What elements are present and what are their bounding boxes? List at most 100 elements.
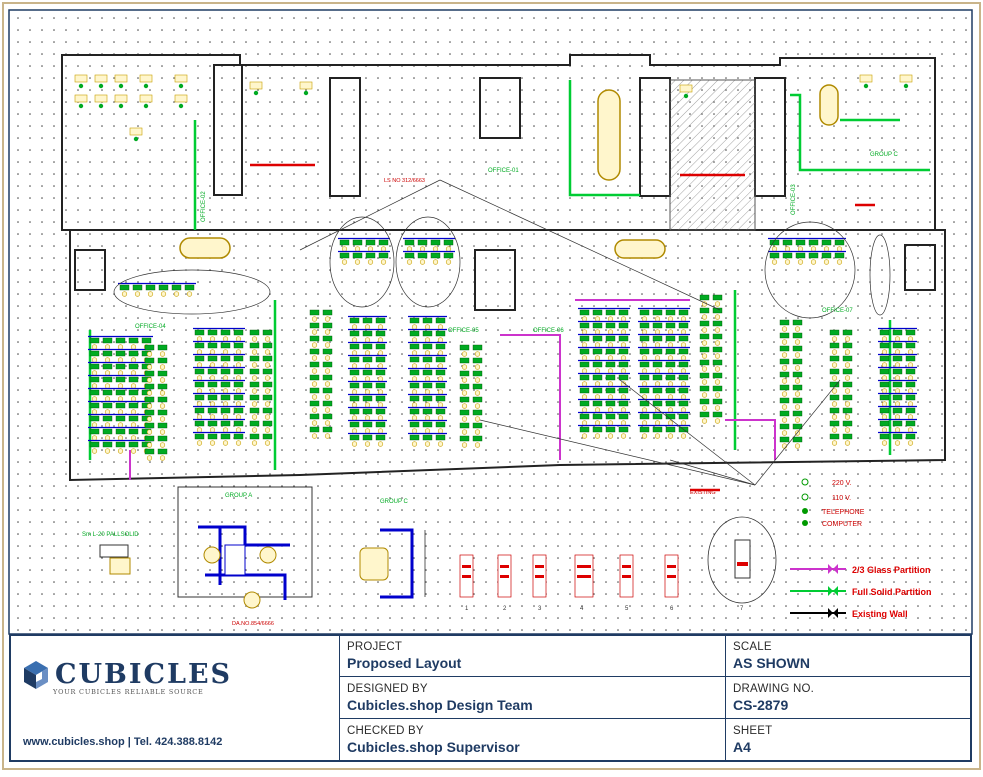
desk: [834, 239, 845, 246]
desk: [362, 408, 373, 415]
desk: [579, 374, 590, 381]
desk: [699, 320, 710, 327]
desk: [678, 309, 689, 316]
chair: [701, 379, 708, 385]
chair: [680, 329, 687, 335]
chair: [251, 427, 258, 433]
desk: [639, 348, 650, 355]
chair: [264, 427, 271, 433]
chair: [781, 326, 788, 332]
desk: [233, 329, 244, 336]
chair: [91, 448, 98, 454]
chair: [311, 407, 318, 413]
desk: [435, 356, 446, 363]
desk: [220, 329, 231, 336]
desk: [349, 382, 360, 389]
desk: [352, 252, 363, 259]
project-label: PROJECT: [347, 641, 403, 653]
chair: [380, 246, 387, 252]
desk: [362, 317, 373, 324]
chair: [607, 329, 614, 335]
chair: [364, 350, 371, 356]
desk: [194, 394, 205, 401]
desk: [472, 370, 483, 377]
chair: [667, 433, 674, 439]
chair: [411, 363, 418, 369]
legend-110-label: 110 V.: [832, 495, 851, 502]
desk: [712, 320, 723, 327]
desk: [699, 294, 710, 301]
chair: [424, 428, 431, 434]
chair: [607, 355, 614, 361]
chair: [209, 336, 216, 342]
chair: [894, 401, 901, 407]
chair: [771, 259, 778, 265]
chair: [641, 329, 648, 335]
desk: [94, 94, 108, 103]
desk: [375, 395, 386, 402]
desk: [322, 400, 333, 407]
detail-number: 1: [465, 606, 469, 612]
chair: [680, 368, 687, 374]
desk: [349, 408, 360, 415]
desk: [905, 394, 916, 401]
desk: [665, 426, 676, 433]
chair: [235, 440, 242, 446]
chair: [894, 375, 901, 381]
desk: [435, 369, 446, 376]
chair: [474, 364, 481, 370]
chair: [794, 326, 801, 332]
chair: [607, 342, 614, 348]
chair: [159, 390, 166, 396]
chair: [667, 407, 674, 413]
chair: [411, 402, 418, 408]
chair: [594, 342, 601, 348]
desk: [699, 385, 710, 392]
chair: [377, 415, 384, 421]
chair: [147, 291, 154, 297]
desk: [409, 421, 420, 428]
group-c-detail: [359, 528, 426, 599]
chair: [831, 362, 838, 368]
outlet-mark: [535, 575, 544, 578]
desk: [712, 346, 723, 353]
chair: [146, 377, 153, 383]
desk: [905, 368, 916, 375]
chair: [714, 379, 721, 385]
desk: [665, 322, 676, 329]
chair: [104, 344, 111, 350]
desk: [829, 329, 840, 336]
desk: [842, 407, 853, 414]
chair: [351, 415, 358, 421]
room-label: OFFICE-07: [822, 308, 853, 314]
desk: [144, 344, 155, 351]
chair: [222, 388, 229, 394]
telephone-icon: [802, 508, 808, 514]
callout-top: LS NO 312/6663: [384, 178, 425, 184]
desk: [605, 400, 616, 407]
chair: [432, 259, 439, 265]
desk: [233, 342, 244, 349]
chair: [222, 427, 229, 433]
chair: [437, 428, 444, 434]
chair: [411, 389, 418, 395]
desk: [102, 337, 113, 344]
scale-label: SCALE: [733, 641, 772, 653]
desk: [128, 350, 139, 357]
desk: [699, 398, 710, 405]
desk: [605, 322, 616, 329]
desk: [779, 384, 790, 391]
chair: [894, 414, 901, 420]
chair: [251, 336, 258, 342]
chair: [581, 316, 588, 322]
desk: [592, 413, 603, 420]
chair: [907, 427, 914, 433]
chair: [714, 327, 721, 333]
desk: [792, 397, 803, 404]
desk: [678, 387, 689, 394]
desk: [905, 381, 916, 388]
desk: [139, 74, 153, 83]
desk: [592, 400, 603, 407]
chair: [794, 352, 801, 358]
chair: [654, 342, 661, 348]
